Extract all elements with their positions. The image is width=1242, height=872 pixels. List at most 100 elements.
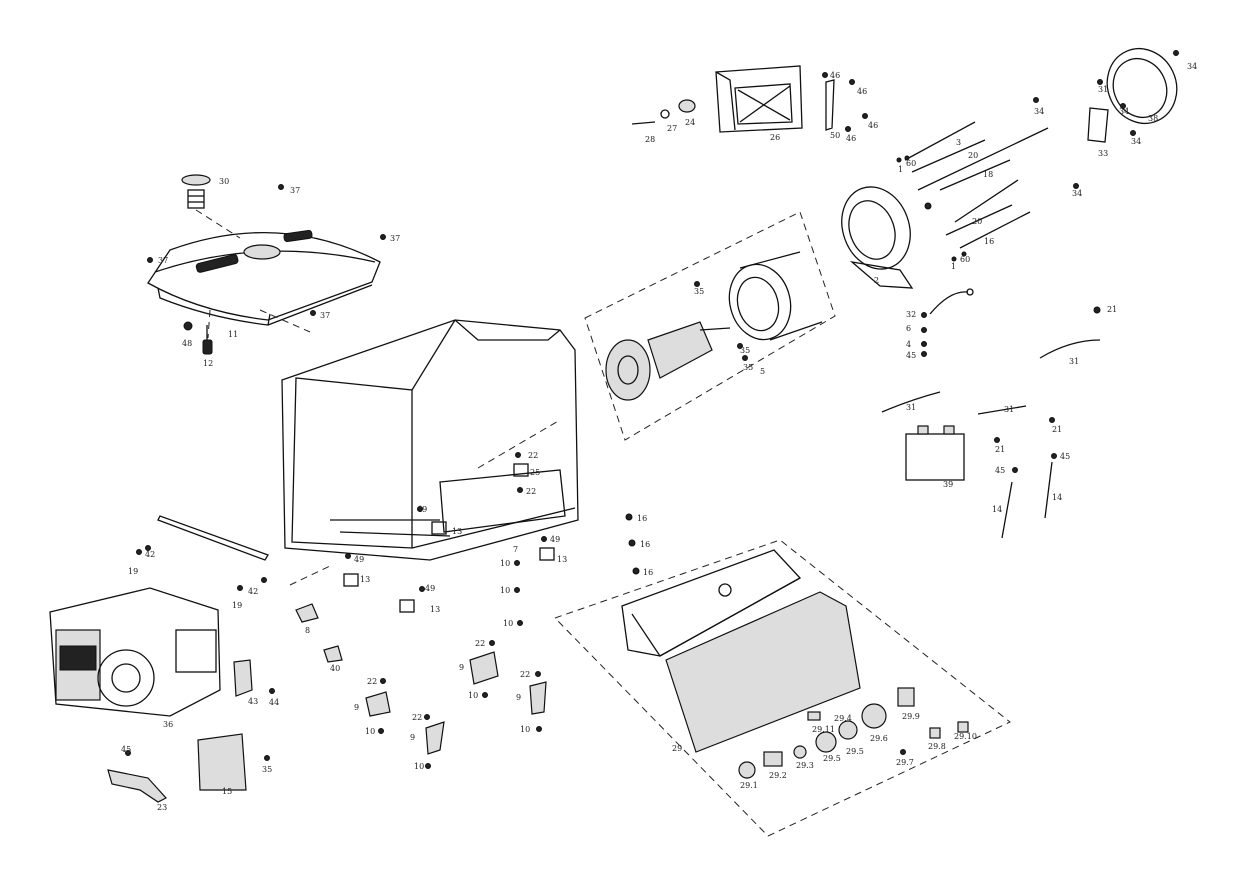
callout-10: 10 (468, 691, 478, 700)
callout-46: 46 (846, 134, 856, 143)
callout-34: 34 (1034, 107, 1044, 116)
callout-33: 33 (1098, 149, 1108, 158)
callout-9: 9 (354, 703, 359, 712)
callout-29-1: 29.1 (740, 781, 758, 790)
callout-22: 22 (520, 670, 530, 679)
callout-45: 45 (995, 466, 1005, 475)
callout-1: 1 (951, 262, 956, 271)
callout-22: 22 (367, 677, 377, 686)
callout-46: 46 (868, 121, 878, 130)
fuel-valve (183, 321, 213, 355)
rod-1 (1001, 481, 1013, 539)
callout-13: 13 (360, 575, 370, 584)
callout-14: 14 (992, 505, 1002, 514)
callout-25: 25 (530, 468, 540, 477)
callout-1: 1 (898, 165, 903, 174)
callout-35: 35 (743, 363, 753, 372)
callout-26: 26 (770, 133, 780, 142)
callout-29-9: 29.9 (902, 712, 920, 721)
callout-38: 38 (1148, 114, 1158, 123)
callout-23: 23 (157, 803, 167, 812)
callout-16: 16 (984, 237, 994, 246)
callout-10: 10 (500, 559, 510, 568)
fuel-tank (147, 229, 381, 326)
callout-29-4: 29.4 (834, 714, 852, 723)
callout-3: 3 (956, 138, 961, 147)
callout-37: 37 (390, 234, 400, 243)
callout-12: 12 (203, 359, 213, 368)
callout-43: 43 (248, 697, 258, 706)
callout-50: 50 (830, 131, 840, 140)
stator (728, 251, 823, 341)
panel-components (738, 687, 969, 779)
callout-22: 22 (412, 713, 422, 722)
callout-5: 5 (760, 367, 765, 376)
callout-31: 31 (906, 403, 916, 412)
callout-27: 27 (667, 124, 677, 133)
strap-1 (977, 405, 1027, 415)
callout-40: 40 (330, 664, 340, 673)
callout-37: 37 (158, 256, 168, 265)
callout-29: 29 (672, 744, 682, 753)
callout-42: 42 (145, 550, 155, 559)
callout-18: 18 (983, 170, 993, 179)
callout-34: 34 (1131, 137, 1141, 146)
callout-21: 21 (995, 445, 1005, 454)
callout-42: 42 (248, 587, 258, 596)
callout-6: 6 (906, 324, 911, 333)
callout-9: 9 (459, 663, 464, 672)
engine (49, 587, 221, 717)
callout-31: 31 (1004, 405, 1014, 414)
callout-60: 60 (906, 159, 916, 168)
callout-49: 49 (354, 555, 364, 564)
cable-1 (881, 391, 941, 413)
callout-22: 22 (528, 451, 538, 460)
cable-2 (1039, 339, 1101, 359)
frame (281, 319, 579, 561)
callout-7: 7 (513, 545, 518, 554)
callout-29-10: 29.10 (954, 732, 977, 741)
callout-21: 21 (1052, 425, 1062, 434)
callout-28: 28 (645, 135, 655, 144)
callout-29-3: 29.3 (796, 761, 814, 770)
callout-14: 14 (1052, 493, 1062, 502)
callout-44: 44 (269, 698, 279, 707)
callout-32: 32 (906, 310, 916, 319)
callout-10: 10 (414, 762, 424, 771)
callout-29-5: 29.5 (846, 747, 864, 756)
callout-16: 16 (637, 514, 647, 523)
callout-29-5: 29.5 (823, 754, 841, 763)
callout-10: 10 (503, 619, 513, 628)
fan-cover (1087, 48, 1178, 143)
callout-37: 37 (320, 311, 330, 320)
callout-60: 60 (960, 255, 970, 264)
callout-34: 34 (1119, 107, 1129, 116)
callout-16: 16 (643, 568, 653, 577)
callout-24: 24 (685, 118, 695, 127)
callout-49: 49 (550, 535, 560, 544)
callout-15: 15 (222, 787, 232, 796)
wire-lead (929, 288, 974, 315)
callout-49: 49 (425, 584, 435, 593)
rotor (605, 321, 731, 401)
callout-10: 10 (500, 586, 510, 595)
callout-29-7: 29.7 (896, 758, 914, 767)
callout-35: 35 (262, 765, 272, 774)
alternator-housing (841, 186, 914, 289)
callout-49: 49 (417, 505, 427, 514)
callout-4: 4 (906, 340, 911, 349)
callout-9: 9 (410, 733, 415, 742)
callout-37: 37 (290, 186, 300, 195)
callout-35: 35 (740, 346, 750, 355)
callout-29-11: 29.11 (812, 725, 835, 734)
callout-13: 13 (452, 527, 462, 536)
callout-20: 20 (968, 151, 978, 160)
callout-29-8: 29.8 (928, 742, 946, 751)
callout-45: 45 (121, 745, 131, 754)
air-filter-cover (715, 65, 803, 133)
callout-36: 36 (163, 720, 173, 729)
callout-48: 48 (182, 339, 192, 348)
callout-35: 35 (694, 287, 704, 296)
callout-8: 8 (305, 626, 310, 635)
